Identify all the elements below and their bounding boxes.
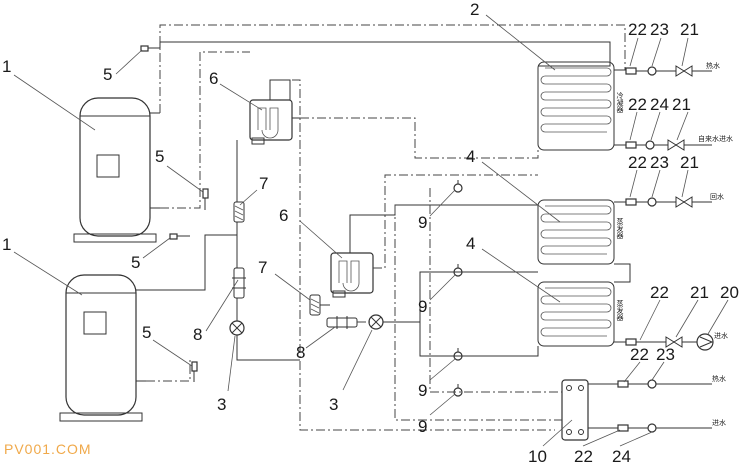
label-9-d: 9 xyxy=(418,417,427,436)
label-5-c: 5 xyxy=(131,253,140,272)
evaporator-caption-upper: 蒸发器 xyxy=(616,217,624,240)
label-9-c: 9 xyxy=(418,381,427,400)
pipe-text-5: 热水 xyxy=(712,374,726,383)
label-7-upper: 7 xyxy=(259,174,268,193)
label-row5-23: 23 xyxy=(656,345,675,364)
expansion-valve-upper xyxy=(229,320,245,336)
compressor-upper xyxy=(73,97,160,243)
plate-heat-exchanger xyxy=(561,379,589,441)
label-8-lower: 8 xyxy=(296,343,305,362)
right-fittings xyxy=(617,65,693,433)
label-3-upper: 3 xyxy=(217,395,226,414)
pipe-text-6: 进水 xyxy=(712,418,726,427)
sight-glass-lower xyxy=(326,316,358,329)
pipe-text-3: 回水 xyxy=(710,192,724,201)
evaporator-coil-upper xyxy=(537,199,615,265)
pipe-text-1: 热水 xyxy=(706,61,720,70)
label-bottom-22: 22 xyxy=(574,447,593,466)
filter-lower xyxy=(309,294,321,316)
pipe-text-4: 进水 xyxy=(714,331,728,340)
label-6-lower: 6 xyxy=(279,206,288,225)
label-4-lower: 4 xyxy=(466,234,475,253)
water-pump xyxy=(696,333,714,351)
refrigerant-piping xyxy=(146,24,712,431)
label-6-upper: 6 xyxy=(209,69,218,88)
label-row5-22: 22 xyxy=(630,345,649,364)
site-watermark: PV001.COM xyxy=(4,441,92,457)
evaporator-coil-lower xyxy=(537,281,615,347)
label-row1-23: 23 xyxy=(650,20,669,39)
check-valve-group xyxy=(453,180,463,397)
label-8-upper: 8 xyxy=(193,325,202,344)
label-row4-21: 21 xyxy=(690,283,709,302)
label-1-lower: 1 xyxy=(2,235,11,254)
four-way-valve-upper xyxy=(249,99,300,145)
label-row3-21: 21 xyxy=(680,153,699,172)
component-labels: 1 1 2 5 5 5 5 6 6 7 7 8 8 3 3 4 4 9 9 9 … xyxy=(2,0,739,466)
label-row2-24: 24 xyxy=(650,95,669,114)
label-9-a: 9 xyxy=(418,213,427,232)
label-2: 2 xyxy=(470,0,479,19)
pipe-text-2: 自来水进水 xyxy=(698,134,733,143)
label-1-upper: 1 xyxy=(2,57,11,76)
compressor-lower xyxy=(59,274,146,422)
four-way-valve-lower xyxy=(330,252,381,298)
label-row1-21: 21 xyxy=(680,20,699,39)
label-row1-22: 22 xyxy=(628,20,647,39)
label-row2-22: 22 xyxy=(628,95,647,114)
label-row2-21: 21 xyxy=(672,95,691,114)
label-9-b: 9 xyxy=(418,297,427,316)
filter-upper xyxy=(233,201,245,223)
condenser-caption: 冷凝器 xyxy=(616,91,624,114)
leader-lines xyxy=(13,14,729,447)
label-7-lower: 7 xyxy=(258,258,267,277)
expansion-valve-lower xyxy=(368,314,384,330)
label-10: 10 xyxy=(528,447,547,466)
label-3-lower: 3 xyxy=(329,395,338,414)
evaporator-caption-lower: 蒸发器 xyxy=(616,299,624,322)
sight-glass-upper xyxy=(232,267,246,299)
sensor-group xyxy=(140,45,209,382)
label-row3-22: 22 xyxy=(628,153,647,172)
condenser-coil xyxy=(537,61,615,151)
label-4-upper: 4 xyxy=(466,147,475,166)
label-5-b: 5 xyxy=(155,147,164,166)
label-row4-20: 20 xyxy=(720,283,739,302)
label-row3-23: 23 xyxy=(650,153,669,172)
label-5-d: 5 xyxy=(142,323,151,342)
label-row4-22: 22 xyxy=(650,283,669,302)
label-bottom-24: 24 xyxy=(612,447,631,466)
label-5-a: 5 xyxy=(103,65,112,84)
